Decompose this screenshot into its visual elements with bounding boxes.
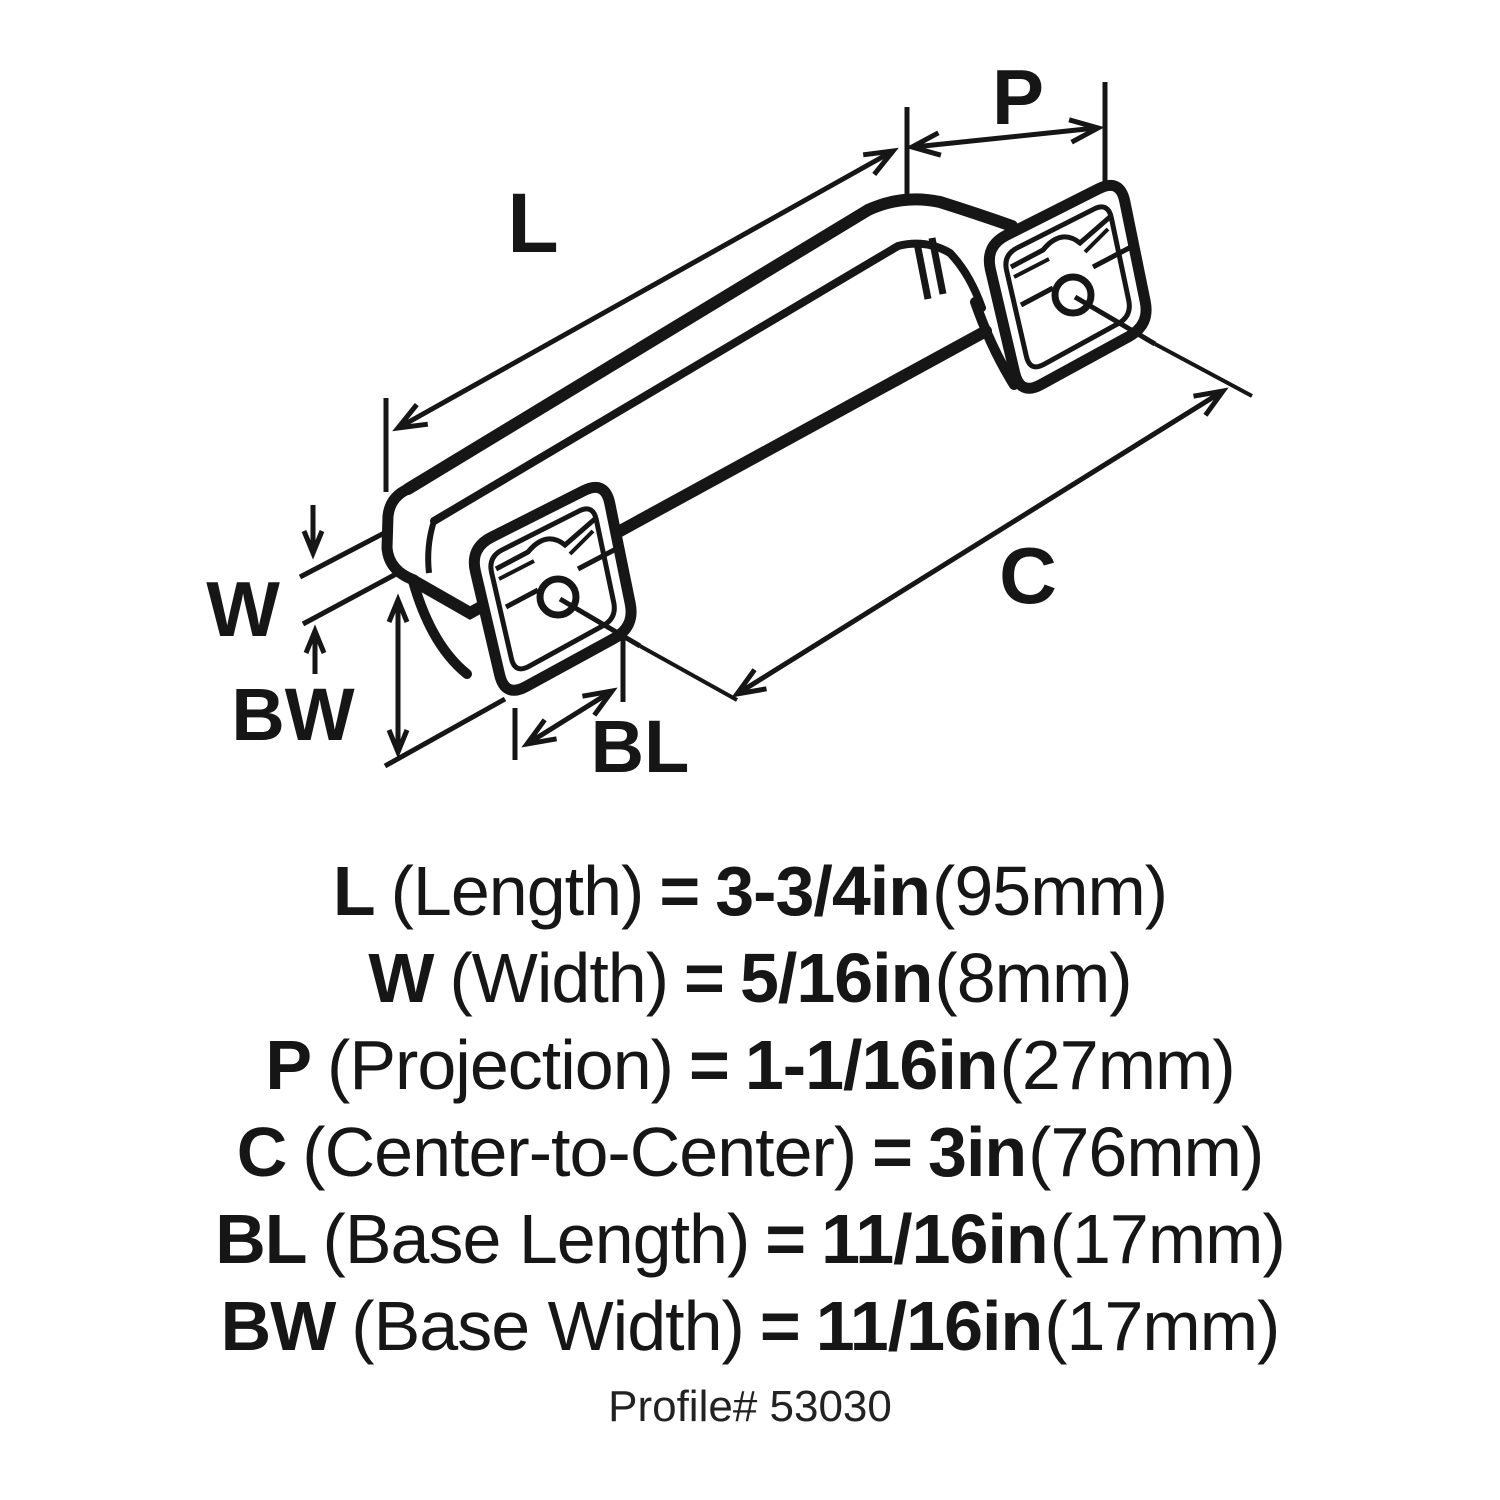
dimension-w <box>298 505 400 674</box>
spec-symbol: P <box>265 1026 312 1104</box>
w-arrowhead-down-icon <box>301 530 325 560</box>
bar-crease-line <box>430 239 986 525</box>
p-arrowhead-left-icon <box>905 130 942 158</box>
spec-row-base-width: BW (Base Width) = 11/16in (17mm) <box>0 1283 1500 1370</box>
label-length: L <box>507 176 558 270</box>
spec-row-base-length: BL (Base Length) = 11/16in (17mm) <box>0 1196 1500 1283</box>
equals-sign: = <box>659 852 700 930</box>
bl-arrowhead-left-icon <box>521 718 558 748</box>
spec-symbol: BL <box>215 1200 307 1278</box>
spec-metric: (17mm) <box>1044 1287 1280 1365</box>
dimension-diagram: L P C W BW BL <box>206 53 1253 788</box>
profile-number: Profile# 53030 <box>608 1382 892 1431</box>
spec-value: 1-1/16in <box>744 1026 999 1104</box>
bend-mark-2 <box>928 237 947 295</box>
spec-symbol: C <box>236 1113 288 1191</box>
bl-dim-line <box>525 688 614 747</box>
spec-name: (Base Length) <box>322 1200 751 1278</box>
right-mounting-base <box>989 185 1155 388</box>
spec-name: (Length) <box>390 852 645 930</box>
label-projection: P <box>992 53 1044 141</box>
spec-symbol: L <box>332 852 376 930</box>
spec-value: 3in <box>928 1113 1027 1191</box>
spec-metric: (27mm) <box>999 1026 1236 1104</box>
dimension-c <box>639 342 1253 702</box>
label-width: W <box>206 565 280 653</box>
bw-arrowhead-down-icon <box>386 729 410 759</box>
w-arrowhead-up-icon <box>303 624 327 654</box>
p-arrowhead-right-icon <box>1068 117 1105 145</box>
l-arrowhead-right-icon <box>862 147 899 176</box>
dimension-bl <box>512 636 626 760</box>
spec-row-projection: P (Projection) = 1-1/16in (27mm) <box>0 1022 1500 1109</box>
dimension-p <box>905 82 1108 188</box>
spec-symbol: W <box>368 939 434 1017</box>
bl-arrowhead-right-icon <box>581 687 618 717</box>
w-ref-line-1 <box>298 528 390 580</box>
dimension-bw <box>383 593 507 769</box>
spec-name: (Projection) <box>327 1026 674 1104</box>
c-extension-left <box>639 644 738 702</box>
equals-sign: = <box>765 1200 806 1278</box>
label-base-length: BL <box>591 705 690 788</box>
bw-arrowhead-up-icon <box>386 593 410 623</box>
spec-row-length: L (Length) = 3-3/4in (95mm) <box>0 848 1500 935</box>
spec-metric: (8mm) <box>934 939 1132 1017</box>
equals-sign: = <box>759 1287 801 1365</box>
c-arrowhead-right-icon <box>1193 387 1229 417</box>
spec-row-width: W (Width) = 5/16in (8mm) <box>0 935 1500 1022</box>
spec-name: (Width) <box>449 939 669 1017</box>
label-base-width: BW <box>231 673 354 756</box>
spec-row-center-to-center: C (Center-to-Center) = 3in (76mm) <box>0 1109 1500 1196</box>
spec-metric: (95mm) <box>932 852 1168 930</box>
bw-extension-line <box>383 696 507 769</box>
l-dim-line <box>396 148 895 431</box>
l-arrowhead-left-icon <box>392 403 429 432</box>
right-foot-neck <box>970 297 1019 390</box>
spec-metric: (17mm) <box>1049 1200 1286 1278</box>
spec-metric: (76mm) <box>1028 1113 1264 1191</box>
equals-sign: = <box>684 939 725 1017</box>
spec-symbol: BW <box>220 1287 337 1365</box>
spec-value: 5/16in <box>739 939 933 1017</box>
bar-bottom-edge <box>408 325 992 620</box>
spec-value: 11/16in <box>815 1287 1044 1365</box>
bend-mark-1 <box>913 242 932 300</box>
w-ref-line-2 <box>301 570 400 627</box>
c-extension-right <box>1154 342 1253 398</box>
handle-drawing: L P C W BW BL <box>206 53 1253 788</box>
c-arrowhead-left-icon <box>731 668 767 698</box>
bar-end-crease <box>425 520 437 574</box>
dimension-l <box>383 107 910 492</box>
left-foot-neck <box>408 576 472 679</box>
equals-sign: = <box>872 1113 913 1191</box>
c-dim-line <box>735 388 1225 697</box>
spec-value: 3-3/4in <box>715 852 931 930</box>
spec-name: (Base Width) <box>351 1287 745 1365</box>
bar-top-edge <box>402 193 1018 495</box>
equals-sign: = <box>688 1026 730 1104</box>
spec-name: (Center-to-Center) <box>302 1113 857 1191</box>
label-center-to-center: C <box>999 531 1057 620</box>
spec-value: 11/16in <box>821 1200 1049 1278</box>
spec-list: L (Length) = 3-3/4in (95mm) W (Width) = … <box>0 820 1500 1432</box>
p-dim-line <box>913 125 1097 150</box>
